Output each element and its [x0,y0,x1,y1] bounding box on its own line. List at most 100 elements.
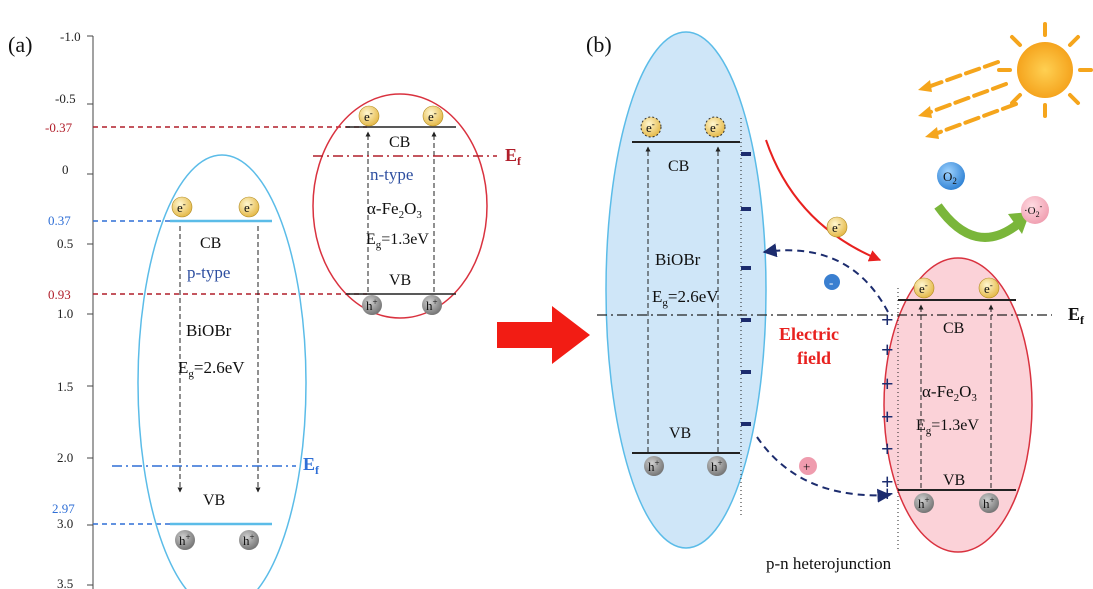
svg-text:e-: e- [244,199,253,215]
negative-charge [741,207,751,211]
level-mark-fe-cb: -0.37 [45,120,73,135]
negative-charges [741,152,751,426]
reduction-arrow [934,203,1021,242]
svg-text:h+: h+ [179,532,191,548]
tick-label: 1.0 [57,306,73,321]
axis-ticks: -1.0 -0.5 0 0.5 1.0 1.5 2.0 3.0 3.5 [55,29,93,589]
hole: h+ [175,530,195,550]
sun-icon [997,22,1093,118]
biobr-cb-label: CB [200,235,221,252]
hole: h+ [707,456,727,476]
light-ray [918,82,1008,118]
tick-label: 3.0 [57,516,73,531]
positive-charges: + + + + + + + [881,307,894,506]
svg-text:e-: e- [428,108,437,124]
negative-charge [741,370,751,374]
fe2o3-bandgap: Eg=1.3eV [366,231,429,251]
svg-text:h+: h+ [426,297,438,313]
hole: h+ [979,493,999,513]
tick-label: -0.5 [55,91,76,106]
heterojunction-caption: p-n heterojunction [766,554,892,573]
electron: e- [913,277,935,299]
biobr-fermi-label: Ef [303,454,320,477]
positive-charge: + [881,469,894,494]
electron: e- [238,196,260,218]
level-mark-biobr-cb: 0.37 [48,213,71,228]
plus-bubble: + [799,457,817,475]
hole-drift-arrow [756,436,892,503]
fe2o3-ellipse-b [883,257,1033,553]
positive-charge: + [881,481,894,506]
fe2o3-name-b: α-Fe2O3 [922,382,977,404]
biobr-cb-label-b: CB [668,158,689,175]
electron-drift-arrow [762,243,889,313]
svg-text:h+: h+ [243,532,255,548]
hole: h+ [644,456,664,476]
svg-text:+: + [803,459,810,474]
level-mark-biobr-vb: 2.97 [52,501,75,516]
tick-label: -1.0 [60,29,81,44]
biobr-ellipse [137,154,307,589]
biobr-bandgap-b: Eg=2.6eV [652,287,719,309]
electric-field-label: field [797,348,831,368]
fe2o3-bandgap-b: Eg=1.3eV [916,417,979,437]
tick-label: 0 [62,162,69,177]
p-type-label: p-type [187,263,230,282]
fe2o3-cb-label-b: CB [943,320,964,337]
light-rays [918,60,1018,139]
svg-text:e-: e- [984,280,993,296]
oxygen-molecule: O2 [937,162,965,190]
electron: e- [640,116,662,138]
minus-bubble: - [824,274,840,290]
electric-field-label: Electric [779,324,839,344]
fe2o3-vb-label-b: VB [943,472,965,489]
electron: e- [422,105,444,127]
fe2o3-vb-label: VB [389,272,411,289]
panel-b: (b) CB BiOBr Eg=2.6eV VB e- e- h+ h+ [586,22,1093,573]
svg-text:h+: h+ [983,495,995,511]
electron: e- [358,105,380,127]
positive-charge: + [881,436,894,461]
negative-charge [741,318,751,322]
positive-charge: + [881,404,894,429]
tick-label: 0.5 [57,236,73,251]
electron: e- [704,116,726,138]
positive-charge: + [881,337,894,362]
svg-text:·O2-: ·O2- [1024,202,1043,219]
biobr-vb-label-b: VB [669,425,691,442]
fe2o3-cb-label: CB [389,134,410,151]
tick-label: 2.0 [57,450,73,465]
biobr-bandgap: Eg=2.6eV [178,358,245,380]
svg-text:h+: h+ [918,495,930,511]
common-fermi-label: Ef [1068,304,1085,327]
transition-arrow [497,306,590,364]
positive-charge: + [881,371,894,396]
negative-charge [741,422,751,426]
hole: h+ [362,295,382,315]
svg-text:e-: e- [710,119,719,135]
svg-text:h+: h+ [648,458,660,474]
electron: e- [171,196,193,218]
panel-a: (a) -1.0 -0.5 0 0.5 1.0 1.5 2.0 3.0 3.5 … [8,29,522,589]
hole: h+ [239,530,259,550]
biobr-name-b: BiOBr [655,250,701,269]
biobr-vb-label: VB [203,492,225,509]
svg-text:h+: h+ [366,297,378,313]
biobr-ellipse-b [605,31,767,549]
svg-text:e-: e- [919,280,928,296]
negative-charge [741,152,751,156]
negative-charge [741,266,751,270]
svg-text:e-: e- [177,199,186,215]
light-ray [925,102,1018,139]
tick-label: 3.5 [57,576,73,589]
light-ray [918,60,1000,92]
svg-text:O2: O2 [943,169,957,186]
svg-text:e-: e- [832,219,841,235]
fe2o3-fermi-label: Ef [505,145,522,168]
biobr-name: BiOBr [186,321,232,340]
svg-text:h+: h+ [711,458,723,474]
n-type-label: n-type [370,165,413,184]
panel-a-label: (a) [8,32,32,57]
tick-label: 1.5 [57,379,73,394]
